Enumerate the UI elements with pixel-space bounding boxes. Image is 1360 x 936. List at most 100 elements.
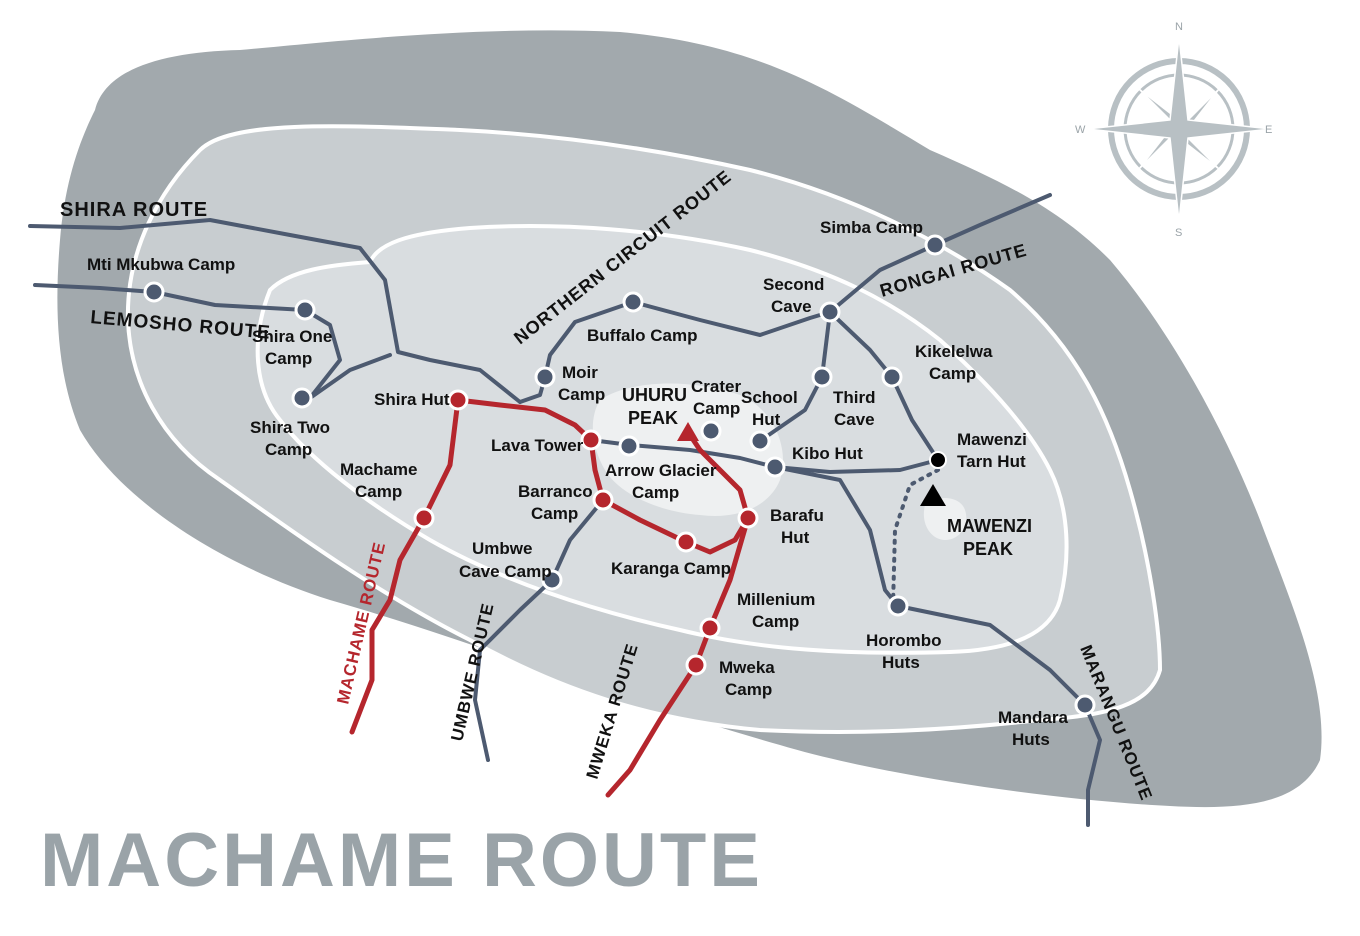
mweka-camp-dot[interactable]: [685, 654, 707, 676]
barafu-summit-path: [685, 429, 751, 521]
millenium-camp-dot[interactable]: [699, 617, 721, 639]
shira-one-camp-label-1: Shira One: [252, 327, 332, 346]
barranco-camp-label-1: Barranco: [518, 482, 593, 501]
moir-camp-label-1: Moir: [562, 363, 598, 382]
gray-waypoints: [143, 234, 1096, 716]
millenium-camp-label-1: Millenium: [737, 590, 815, 609]
umbwe-cave-camp-label-1: Umbwe: [472, 539, 532, 558]
second-cave-dot[interactable]: [819, 301, 841, 323]
third-cave-label-1: Third: [833, 388, 876, 407]
barafu-hut-dot[interactable]: [737, 507, 759, 529]
buffalo-camp-dot[interactable]: [622, 291, 644, 313]
mawenzi-zone: [923, 498, 967, 540]
mawenzi-dotted-trail: [891, 468, 940, 608]
arrow-glacier-camp-label-1: Arrow Glacier: [605, 461, 717, 480]
shira-two-camp-dot[interactable]: [291, 387, 313, 409]
machame-ascent-path: [349, 397, 461, 735]
compass-rose: N S E W: [1075, 21, 1272, 239]
simba-camp-dot[interactable]: [924, 234, 946, 256]
mandara-huts-dot[interactable]: [1074, 694, 1096, 716]
mawenzi-peak-marker: [920, 484, 946, 506]
summit-traverse-trail: [589, 438, 940, 474]
umbwe-route-trail: [473, 498, 605, 762]
arrow-glacier-camp-dot[interactable]: [618, 435, 640, 457]
mti-mkubwa-camp-label: Mti Mkubwa Camp: [87, 255, 235, 274]
machame-camp-dot[interactable]: [413, 507, 435, 529]
mweka-camp-label-2: Camp: [725, 680, 772, 699]
lava-to-barranco-path: [588, 437, 751, 555]
kibo-hut-dot[interactable]: [764, 456, 786, 478]
shira-to-lava-path: [455, 397, 594, 443]
lemosho-route-trail: [33, 283, 342, 400]
kibo-descent-trail: [773, 465, 900, 608]
shira-one-camp-dot[interactable]: [294, 299, 316, 321]
mweka-camp-label-1: Mweka: [719, 658, 775, 677]
mandara-huts-label-1: Mandara: [998, 708, 1068, 727]
shira-hut-dot[interactable]: [447, 389, 469, 411]
red-waypoints: [413, 389, 759, 676]
shira-hut-label: Shira Hut: [374, 390, 450, 409]
shira-two-camp-label-2: Camp: [265, 440, 312, 459]
compass-w: W: [1075, 124, 1086, 136]
second-cave-label-1: Second: [763, 275, 824, 294]
simba-camp-label: Simba Camp: [820, 218, 923, 237]
barranco-camp-dot[interactable]: [592, 489, 614, 511]
compass-e: E: [1265, 124, 1272, 136]
horombo-huts-label-2: Huts: [882, 653, 920, 672]
school-hut-dot[interactable]: [749, 430, 771, 452]
barranco-camp-label-2: Camp: [531, 504, 578, 523]
place-labels: Mti Mkubwa Camp Shira One Camp Shira Two…: [87, 218, 1068, 749]
mawenzi-peak-label-1: MAWENZI: [947, 516, 1032, 536]
northern-circuit-trail: [543, 300, 832, 379]
mti-mkubwa-camp-dot[interactable]: [143, 281, 165, 303]
mawenzi-tarn-hut-dot[interactable]: [929, 451, 947, 469]
compass-n: N: [1175, 21, 1183, 33]
crater-camp-dot[interactable]: [700, 420, 722, 442]
moir-camp-label-2: Camp: [558, 385, 605, 404]
kikelelwa-camp-dot[interactable]: [881, 366, 903, 388]
barafu-hut-label-2: Hut: [781, 528, 810, 547]
barafu-hut-label-1: Barafu: [770, 506, 824, 525]
horombo-huts-label-1: Horombo: [866, 631, 942, 650]
school-hut-label-1: School: [741, 388, 798, 407]
shira-route-trail: [28, 218, 522, 404]
mawenzi-tarn-hut-label-1: Mawenzi: [957, 430, 1027, 449]
kikelelwa-camp-label-1: Kikelelwa: [915, 342, 993, 361]
buffalo-camp-label: Buffalo Camp: [587, 326, 698, 345]
second-cave-label-2: Cave: [771, 297, 812, 316]
shira-two-camp-label-1: Shira Two: [250, 418, 330, 437]
uhuru-peak-marker: [677, 422, 699, 441]
shira-route-label: SHIRA ROUTE: [60, 199, 208, 221]
machame-camp-label-1: Machame: [340, 460, 417, 479]
umbwe-cave-camp-label-2: Cave Camp: [459, 562, 552, 581]
shira-connector-trail: [308, 353, 392, 400]
shira-one-camp-label-2: Camp: [265, 349, 312, 368]
lava-tower-label: Lava Tower: [491, 436, 584, 455]
moir-camp-dot[interactable]: [534, 366, 556, 388]
school-hut-label-2: Hut: [752, 410, 781, 429]
karanga-camp-label: Karanga Camp: [611, 559, 731, 578]
compass-s: S: [1175, 227, 1182, 239]
lava-tower-dot[interactable]: [580, 429, 602, 451]
machame-camp-label-2: Camp: [355, 482, 402, 501]
kikelelwa-camp-label-2: Camp: [929, 364, 976, 383]
third-cave-label-2: Cave: [834, 410, 875, 429]
mandara-huts-label-2: Huts: [1012, 730, 1050, 749]
horombo-huts-dot[interactable]: [887, 595, 909, 617]
arrow-glacier-camp-label-2: Camp: [632, 483, 679, 502]
uhuru-peak-label-1: UHURU: [622, 385, 687, 405]
map-title: MACHAME ROUTE: [40, 818, 763, 903]
third-cave-dot[interactable]: [811, 366, 833, 388]
crater-camp-label-2: Camp: [693, 399, 740, 418]
mawenzi-peak-label-2: PEAK: [963, 539, 1013, 559]
uhuru-peak-label-2: PEAK: [628, 408, 678, 428]
mawenzi-tarn-hut-label-2: Tarn Hut: [957, 452, 1026, 471]
compass-cardinal-points: [1086, 36, 1272, 222]
kibo-hut-label: Kibo Hut: [792, 444, 863, 463]
north-east-descent-trail: [758, 310, 832, 443]
karanga-camp-dot[interactable]: [675, 531, 697, 553]
umbwe-cave-camp-dot[interactable]: [541, 569, 563, 591]
millenium-camp-label-2: Camp: [752, 612, 799, 631]
crater-camp-label-1: Crater: [691, 377, 741, 396]
